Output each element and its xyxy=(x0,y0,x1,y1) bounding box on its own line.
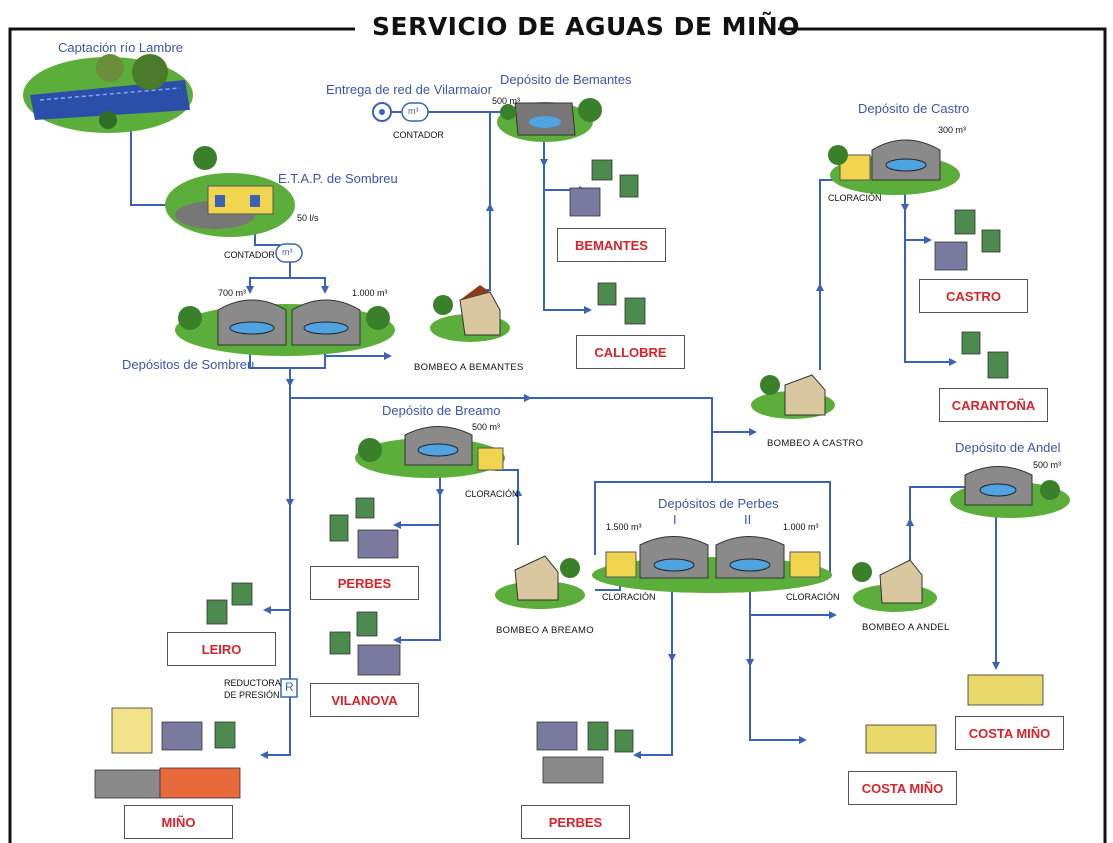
bombeo-breamo-label: BOMBEO A BREAMO xyxy=(496,625,594,636)
reductora-line2: DE PRESIÓN xyxy=(224,690,280,700)
zone-perbes-upper: PERBES xyxy=(310,566,419,600)
cloracion-breamo: CLORACIÓN xyxy=(465,489,519,499)
castro-volume: 300 m³ xyxy=(938,125,967,135)
cloracion-perbes-1: CLORACIÓN xyxy=(602,592,656,602)
bemantes-deposit-image xyxy=(497,98,602,142)
sombreu-volume-2: 1.000 m³ xyxy=(352,288,388,298)
sombreu-deposits-name: Depósitos de Sombreu xyxy=(122,357,255,372)
sombreu-deposits-image xyxy=(175,299,395,356)
perbes-deposits-image xyxy=(592,536,832,593)
reductora-line1: REDUCTORA xyxy=(224,678,281,688)
bemantes-deposit-name: Depósito de Bemantes xyxy=(500,72,632,87)
bombeo-bemantes-image xyxy=(430,285,510,342)
captacion-image xyxy=(23,54,193,133)
perbes-volume-1: 1.500 m³ xyxy=(606,522,642,532)
contador-sombreu-label: CONTADOR xyxy=(224,250,275,260)
andel-deposit-image xyxy=(950,466,1070,518)
bombeo-castro-image xyxy=(751,374,835,419)
perbes-volume-2: 1.000 m³ xyxy=(783,522,819,532)
cloracion-castro: CLORACIÓN xyxy=(828,193,882,203)
zone-carantona: CARANTOÑA xyxy=(939,388,1048,422)
sombreu-volume-1: 700 m³ xyxy=(218,288,247,298)
etap-flow-label: 50 l/s xyxy=(297,213,319,223)
page-title: SERVICIO DE AGUAS DE MIÑO xyxy=(372,12,800,41)
meter-symbol-sombreu: m³ xyxy=(282,247,293,257)
cloracion-perbes-2: CLORACIÓN xyxy=(786,592,840,602)
bemantes-volume: 500 m³ xyxy=(492,96,521,106)
zone-leiro: LEIRO xyxy=(167,632,276,666)
bombeo-andel-image xyxy=(852,559,937,612)
zone-mino: MIÑO xyxy=(124,805,233,839)
meters xyxy=(275,102,429,698)
andel-volume: 500 m³ xyxy=(1033,460,1062,470)
contador-entrega-label: CONTADOR xyxy=(393,130,444,140)
zone-callobre: CALLOBRE xyxy=(576,335,685,369)
zone-perbes-bottom: PERBES xyxy=(521,805,630,839)
entrega-label: Entrega de red de Vilarmaior xyxy=(326,82,492,97)
zone-bemantes: BEMANTES xyxy=(557,228,666,262)
meter-symbol-entrega: m³ xyxy=(408,106,419,116)
etap-image xyxy=(165,146,295,237)
zone-costa-mino-right: COSTA MIÑO xyxy=(955,716,1064,750)
breamo-volume: 500 m³ xyxy=(472,422,501,432)
houses xyxy=(94,159,1044,799)
reductora-symbol: R xyxy=(285,680,294,694)
zone-vilanova: VILANOVA xyxy=(310,683,419,717)
bombeo-bemantes-label: BOMBEO A BEMANTES xyxy=(414,362,524,373)
bombeo-castro-label: BOMBEO A CASTRO xyxy=(767,438,864,449)
castro-deposit-name: Depósito de Castro xyxy=(858,101,970,116)
zone-castro: CASTRO xyxy=(919,279,1028,313)
castro-deposit-image xyxy=(828,139,960,195)
etap-label: E.T.A.P. de Sombreu xyxy=(278,171,398,186)
perbes-tank-1: I xyxy=(673,512,677,527)
bombeo-breamo-image xyxy=(495,555,585,609)
perbes-tank-2: II xyxy=(744,512,752,527)
breamo-deposit-name: Depósito de Breamo xyxy=(382,403,501,418)
zone-costa-mino-center: COSTA MIÑO xyxy=(848,771,957,805)
frame xyxy=(8,27,1107,843)
breamo-deposit-image xyxy=(355,426,505,478)
perbes-deposits-name: Depósitos de Perbes xyxy=(658,496,779,511)
bombeo-andel-label: BOMBEO A ANDEL xyxy=(862,622,950,633)
andel-deposit-name: Depósito de Andel xyxy=(955,440,1061,455)
captacion-label: Captación río Lambre xyxy=(58,40,184,55)
